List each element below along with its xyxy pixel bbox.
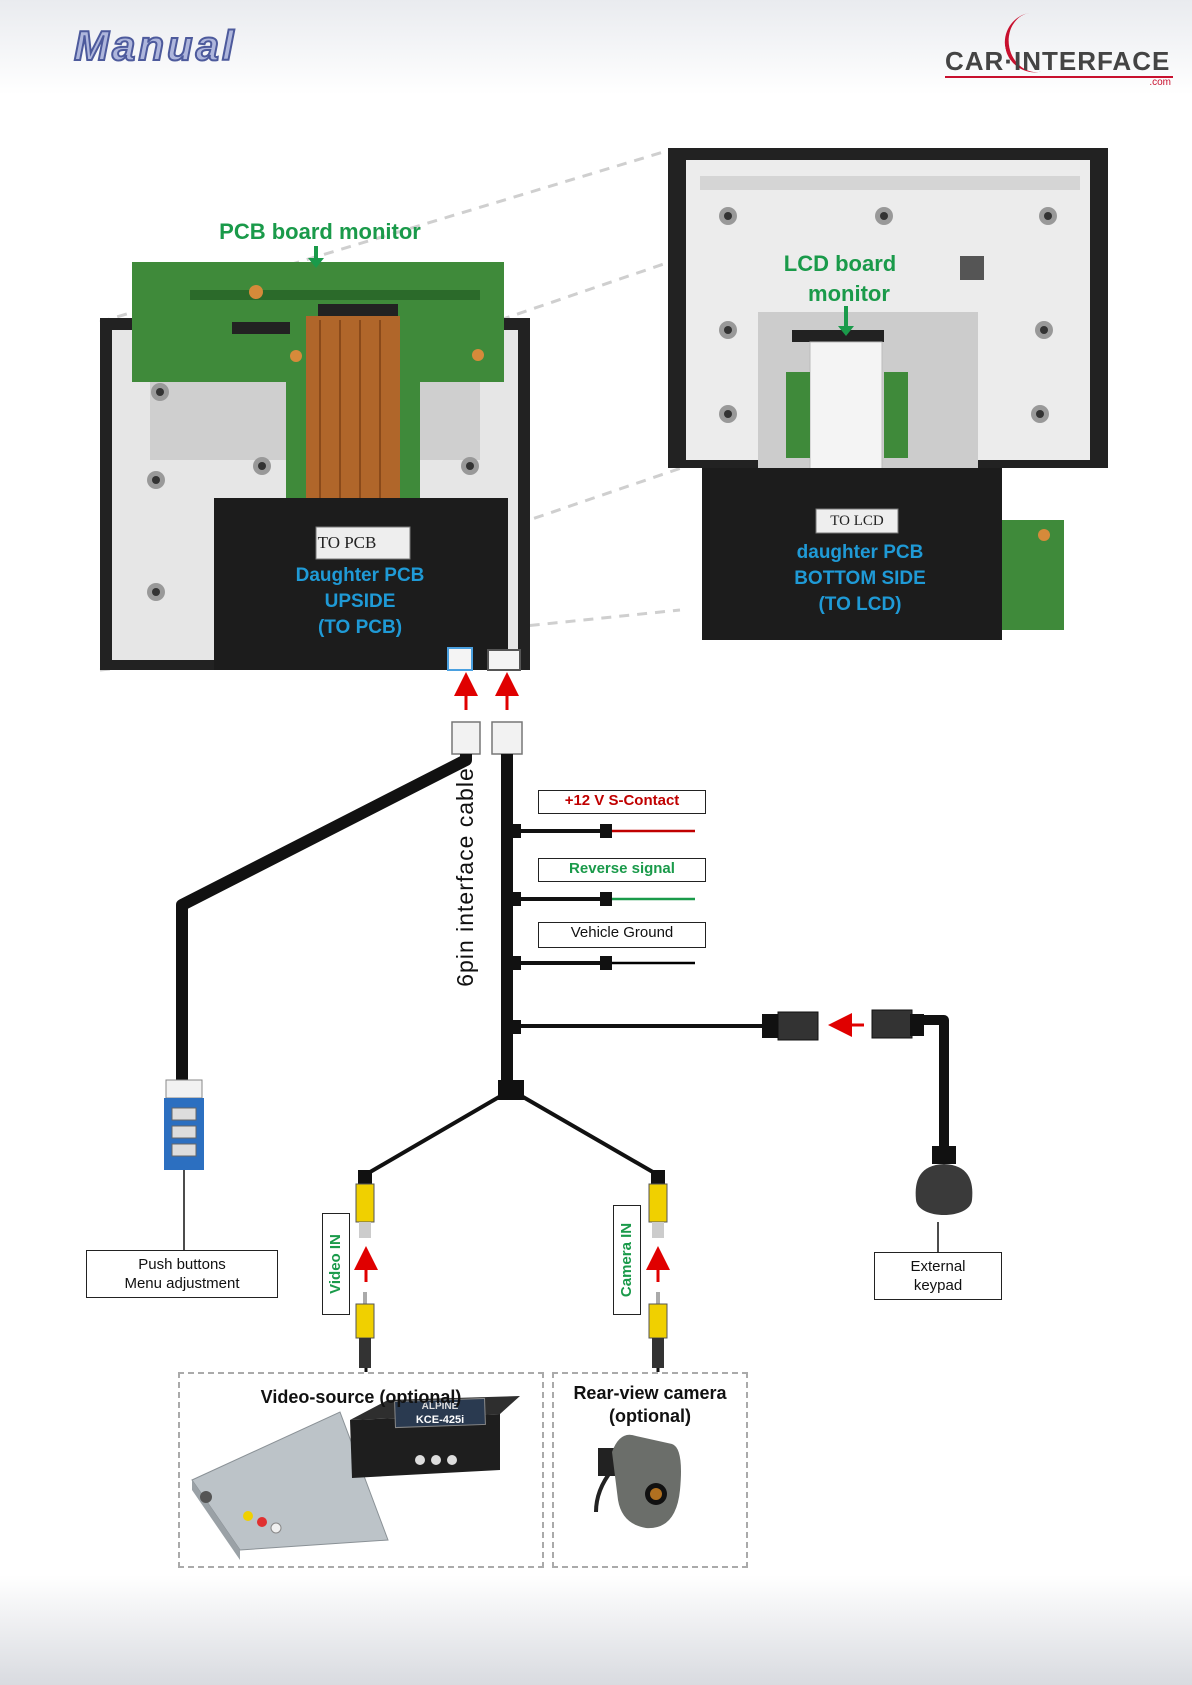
sticker-to-lcd: TO LCD (830, 513, 884, 529)
daughter-bottom-line1: daughter PCB (796, 542, 924, 563)
plug-interface-cable (491, 721, 523, 755)
video-source-box: Video-source (optional) (178, 1372, 544, 1568)
external-keypad-line2: keypad (913, 1277, 963, 1294)
lcd-board-label-line2: monitor (808, 281, 890, 306)
logo-sub: .com (1149, 77, 1171, 88)
camera-in-label: Camera IN (613, 1205, 641, 1315)
wire-label-12v: +12 V S-Contact (538, 790, 706, 814)
rear-camera-title-line2: (optional) (609, 1406, 691, 1426)
pcb-board-monitor-label: PCB board monitor (219, 219, 421, 244)
lcd-photo (668, 148, 1108, 640)
pcb-down-arrow-icon (308, 246, 324, 268)
lcd-board-label-line1: LCD board (783, 251, 897, 276)
push-buttons-line2: Menu adjustment (124, 1275, 240, 1292)
logo-underline (945, 76, 1173, 78)
plug-keypad-cable (451, 721, 481, 755)
device-model: KCE-425i (416, 1414, 464, 1426)
cables (176, 754, 949, 1252)
wire-label-reverse: Reverse signal (538, 858, 706, 882)
page-header (0, 0, 1192, 95)
daughter-up-line2: UPSIDE (324, 591, 396, 612)
interface-cable-label: 6pin interface cable (452, 767, 478, 987)
sticker-to-pcb: TO PCB (317, 533, 377, 552)
push-buttons-label: Push buttons Menu adjustment (86, 1250, 278, 1298)
wire-label-ground: Vehicle Ground (538, 922, 706, 948)
connector-arrows (454, 672, 519, 710)
video-in-label: Video IN (322, 1213, 350, 1315)
rear-camera-device (594, 1434, 681, 1529)
pcb-photo (100, 262, 530, 671)
push-buttons-line1: Push buttons (138, 1256, 226, 1273)
rca-camera-in (646, 1170, 670, 1372)
daughter-bottom-line2: BOTTOM SIDE (794, 568, 926, 589)
device-brand: ALPINE (422, 1401, 459, 1412)
car-interface-logo: CAR·INTERFACE .com (945, 10, 1175, 98)
external-keypad-device (915, 1146, 973, 1215)
lcd-down-arrow-icon (838, 306, 854, 336)
rear-camera-title-line1: Rear-view camera (573, 1383, 727, 1403)
push-buttons-device (164, 1079, 204, 1170)
wire-taps (498, 824, 695, 1100)
video-source-devices: ALPINE KCE-425i (191, 1396, 520, 1560)
daughter-up-line3: (TO PCB) (317, 617, 403, 638)
daughter-up-line1: Daughter PCB (295, 565, 425, 586)
rear-camera-box: Rear-view camera (optional) (552, 1372, 748, 1568)
rca-video-in (354, 1170, 378, 1372)
page-footer (0, 1575, 1192, 1685)
video-source-title: Video-source (optional) (260, 1387, 462, 1407)
manual-title: Manual (73, 21, 237, 70)
keypad-connector (762, 1009, 924, 1041)
external-keypad-label: External keypad (874, 1252, 1002, 1300)
external-keypad-line1: External (910, 1258, 966, 1275)
daughter-bottom-line3: (TO LCD) (818, 594, 902, 615)
logo-text: CAR·INTERFACE (945, 46, 1171, 76)
